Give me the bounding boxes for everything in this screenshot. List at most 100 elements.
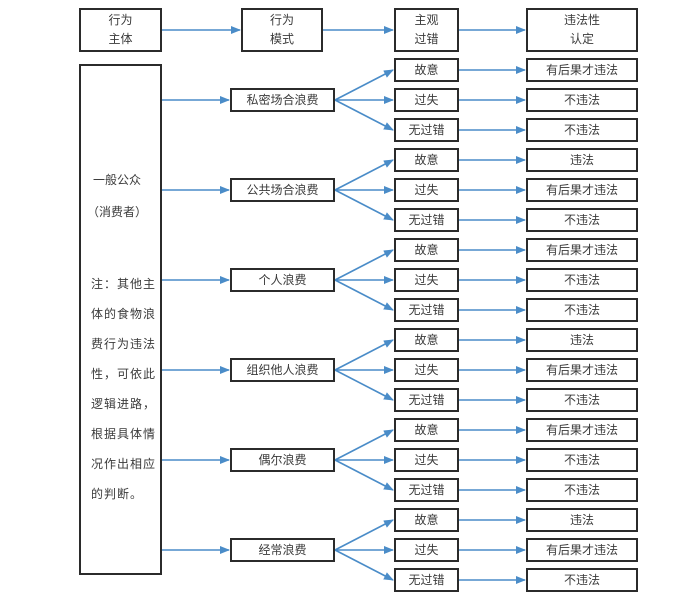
mode-to-fault-arrow	[334, 459, 394, 491]
fault-box: 无过错	[394, 388, 459, 412]
note-line: 根据具体情	[91, 427, 157, 441]
mode-box-label: 公共场合浪费	[246, 182, 319, 197]
mode-box: 私密场合浪费	[230, 88, 335, 112]
mode-to-fault-arrow	[334, 69, 394, 101]
fault-box-label: 无过错	[408, 212, 445, 227]
mode-to-fault-arrow	[334, 99, 394, 131]
result-box: 不违法	[526, 208, 638, 232]
mode-to-fault-arrow	[334, 159, 394, 191]
result-box-label: 不违法	[563, 452, 600, 467]
fault-box-label: 无过错	[408, 482, 445, 497]
fault-box: 过失	[394, 178, 459, 202]
header-subjective-fault: 主观 过错	[394, 8, 459, 52]
fault-box: 无过错	[394, 208, 459, 232]
fault-box: 无过错	[394, 118, 459, 142]
subject-box: 一般公众 （消费者） 注：其他主 体的食物浪 费行为违法 性，可依此 逻辑进路，…	[79, 64, 162, 575]
result-box-label: 不违法	[563, 392, 600, 407]
mode-box-label: 个人浪费	[258, 272, 307, 287]
fault-box-label: 过失	[414, 92, 439, 107]
header-mode-line1: 行为	[269, 13, 294, 27]
fault-box-label: 过失	[414, 542, 439, 557]
header-fault-line2: 过错	[414, 32, 439, 46]
mode-box: 个人浪费	[230, 268, 335, 292]
result-box: 不违法	[526, 478, 638, 502]
header-actor-line1: 行为	[108, 13, 133, 27]
result-box-label: 不违法	[563, 92, 600, 107]
header-actor-line2: 主体	[108, 32, 133, 46]
fault-box: 故意	[394, 58, 459, 82]
result-box-label: 有后果才违法	[545, 362, 618, 377]
result-box: 有后果才违法	[526, 358, 638, 382]
note-line: 的判断。	[91, 487, 144, 501]
header-actor: 行为 主体	[79, 8, 162, 52]
mode-to-fault-arrow	[334, 279, 394, 311]
header-fault-line1: 主观	[414, 13, 439, 27]
result-box: 不违法	[526, 268, 638, 292]
result-box: 有后果才违法	[526, 418, 638, 442]
fault-box-label: 过失	[414, 272, 439, 287]
fault-box: 故意	[394, 328, 459, 352]
mode-box-label: 偶尔浪费	[258, 452, 307, 467]
mode-box: 组织他人浪费	[230, 358, 335, 382]
result-box: 违法	[526, 328, 638, 352]
result-box-label: 违法	[569, 332, 594, 347]
fault-box: 过失	[394, 88, 459, 112]
result-box-label: 不违法	[563, 572, 600, 587]
result-box-label: 有后果才违法	[545, 242, 618, 257]
header-illegality-line1: 违法性	[563, 13, 600, 27]
result-box: 不违法	[526, 88, 638, 112]
note-line: 逻辑进路，	[91, 397, 157, 411]
header-illegality: 违法性 认定	[526, 8, 638, 52]
note-line: 注：其他主	[91, 277, 157, 291]
mode-box-label: 私密场合浪费	[246, 92, 319, 107]
fault-box-label: 故意	[414, 152, 439, 167]
fault-box-label: 故意	[414, 512, 439, 527]
result-box: 有后果才违法	[526, 538, 638, 562]
fault-box: 故意	[394, 508, 459, 532]
fault-box: 过失	[394, 268, 459, 292]
result-box-label: 不违法	[563, 272, 600, 287]
mode-to-fault-arrow	[334, 249, 394, 281]
result-box-label: 有后果才违法	[545, 182, 618, 197]
fault-box: 无过错	[394, 568, 459, 592]
result-box-label: 违法	[569, 512, 594, 527]
result-box-label: 不违法	[563, 482, 600, 497]
result-box-label: 有后果才违法	[545, 62, 618, 77]
note-line: 费行为违法	[91, 337, 157, 351]
fault-box-label: 故意	[414, 62, 439, 77]
result-box-label: 不违法	[563, 122, 600, 137]
note-line: 况作出相应	[91, 457, 157, 471]
mode-box: 公共场合浪费	[230, 178, 335, 202]
result-box: 有后果才违法	[526, 238, 638, 262]
mode-box: 偶尔浪费	[230, 448, 335, 472]
fault-box: 无过错	[394, 298, 459, 322]
result-box-label: 违法	[569, 152, 594, 167]
fault-box-label: 故意	[414, 422, 439, 437]
fault-box-label: 故意	[414, 332, 439, 347]
fault-box: 过失	[394, 448, 459, 472]
result-box: 违法	[526, 148, 638, 172]
mode-to-fault-arrow	[334, 369, 394, 401]
mode-to-fault-arrow	[334, 429, 394, 461]
fault-box: 故意	[394, 238, 459, 262]
fault-box-label: 故意	[414, 242, 439, 257]
fault-box: 过失	[394, 538, 459, 562]
mode-to-fault-arrow	[334, 189, 394, 221]
mode-to-fault-arrow	[334, 339, 394, 371]
result-box-label: 不违法	[563, 212, 600, 227]
mode-box: 经常浪费	[230, 538, 335, 562]
fault-box-label: 无过错	[408, 302, 445, 317]
result-box: 有后果才违法	[526, 178, 638, 202]
fault-box: 过失	[394, 358, 459, 382]
note-line: 体的食物浪	[91, 307, 157, 321]
subject-title: 一般公众	[92, 173, 141, 187]
fault-box-label: 无过错	[408, 392, 445, 407]
header-mode-line2: 模式	[269, 32, 294, 46]
mode-to-fault-arrow	[334, 519, 394, 551]
result-box-label: 不违法	[563, 302, 600, 317]
header-behavior-mode: 行为 模式	[241, 8, 323, 52]
result-box: 不违法	[526, 118, 638, 142]
fault-box: 故意	[394, 418, 459, 442]
